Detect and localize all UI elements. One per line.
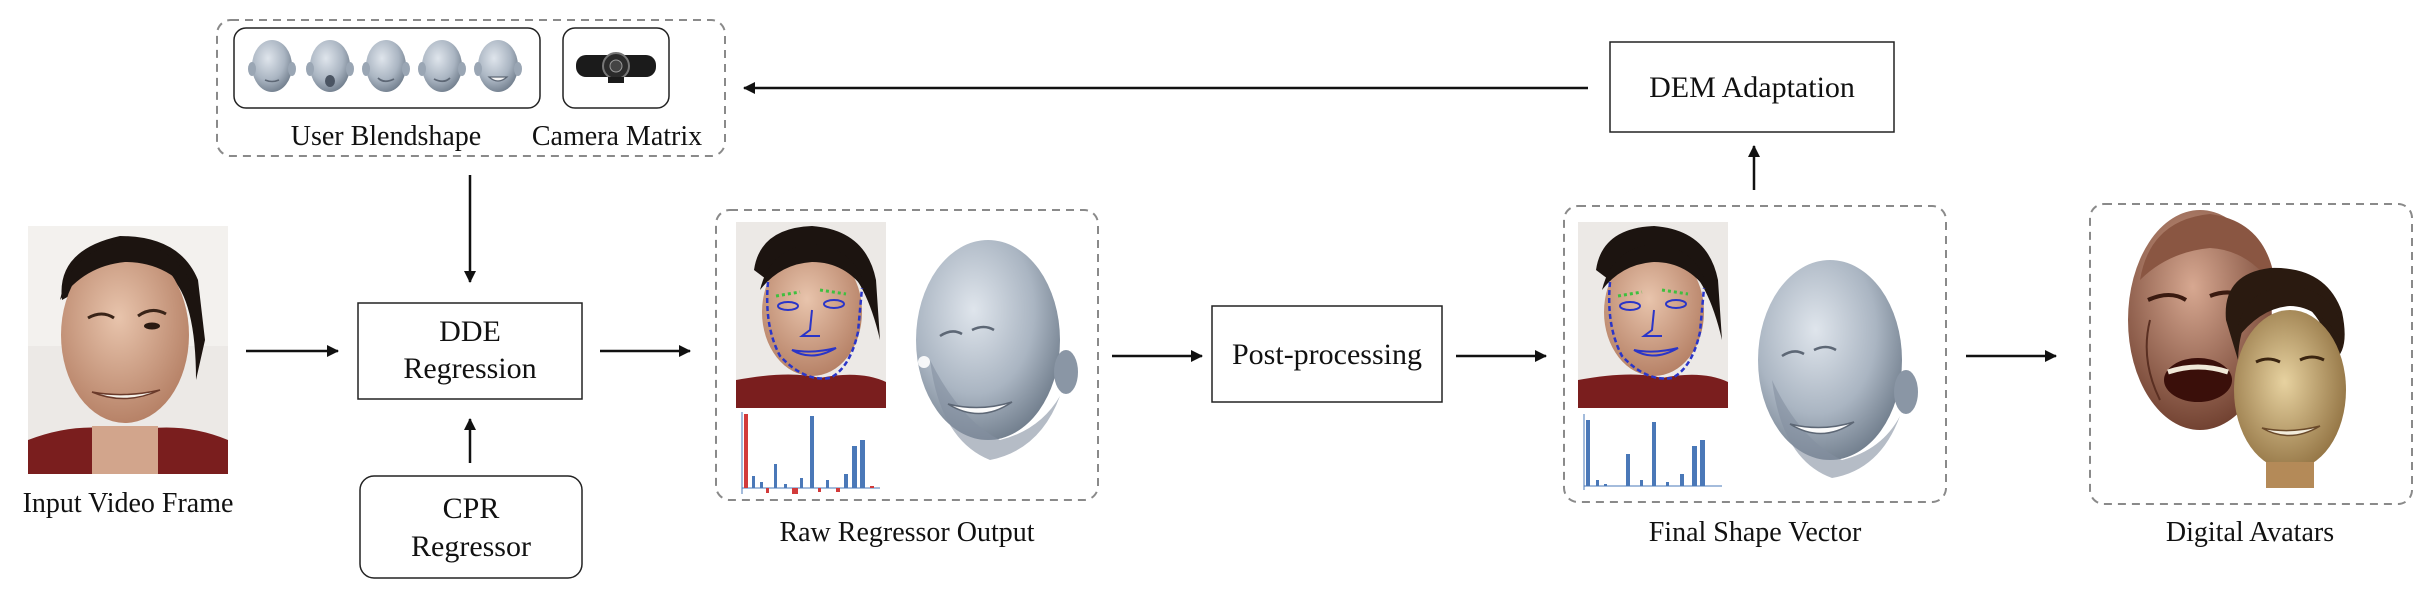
- post-processing-label: Post-processing: [1232, 338, 1422, 371]
- raw-tracked-face-image: [736, 222, 886, 408]
- head-mouth-open-icon: [306, 40, 354, 92]
- camera-matrix-label: Camera Matrix: [532, 121, 702, 152]
- camera-frame: [562, 27, 670, 109]
- dde-label-line1: DDE: [439, 315, 501, 348]
- final-3d-face-mesh: [1758, 260, 1918, 478]
- blendshape-frame: [233, 27, 541, 109]
- cpr-regressor-box: [359, 475, 583, 579]
- raw-3d-face-mesh: [916, 240, 1078, 460]
- personalization-group-frame: [216, 19, 726, 157]
- cpr-label-line2: Regressor: [411, 530, 531, 563]
- raw-output-group-frame: [715, 209, 1099, 501]
- head-smile-left-icon: [362, 40, 410, 92]
- blendshape-heads: [248, 40, 522, 92]
- final-shape-vector-label: Final Shape Vector: [1649, 517, 1862, 548]
- final-tracked-face-image: [1578, 222, 1728, 408]
- user-blendshape-label: User Blendshape: [291, 121, 482, 152]
- avatars-group-frame: [2089, 203, 2413, 505]
- raw-regressor-output-label: Raw Regressor Output: [779, 517, 1034, 548]
- final-shape-group-frame: [1563, 205, 1947, 503]
- dde-regression-box: [357, 302, 583, 400]
- final-coefficient-bar-chart: [1583, 414, 1722, 490]
- dem-adaptation-label: DEM Adaptation: [1649, 71, 1855, 104]
- webcam-icon: [576, 52, 656, 83]
- head-grin-icon: [474, 40, 522, 92]
- dem-adaptation-box: [1609, 41, 1895, 133]
- dde-label-line2: Regression: [403, 352, 536, 385]
- input-video-frame-image: [28, 226, 228, 474]
- input-video-frame-label: Input Video Frame: [23, 488, 234, 519]
- head-neutral-icon: [248, 40, 296, 92]
- avatar-young-man: [2225, 267, 2346, 488]
- raw-coefficient-bar-chart: [741, 412, 880, 494]
- digital-avatars-label: Digital Avatars: [2166, 517, 2334, 548]
- head-smile-right-icon: [418, 40, 466, 92]
- cpr-label-line1: CPR: [443, 492, 500, 525]
- post-processing-box: [1211, 305, 1443, 403]
